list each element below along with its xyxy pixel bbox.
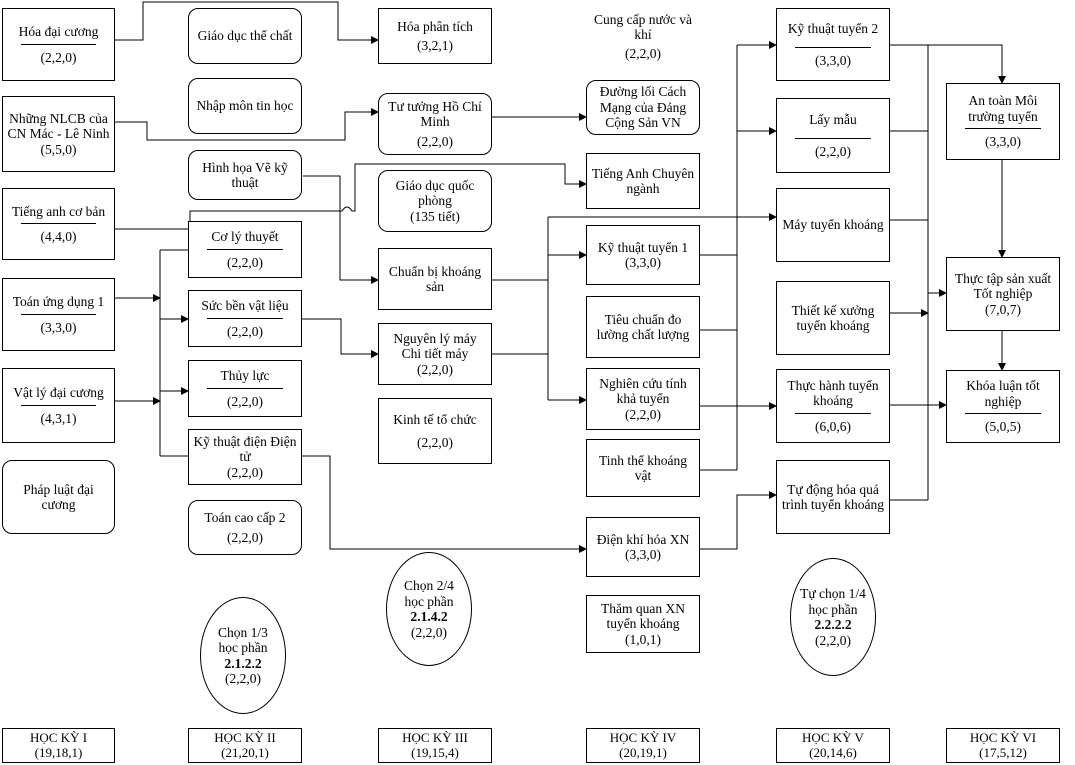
course-thuc-tap-san-xuat: Thực tập sản xuất Tốt nghiệp (7,0,7) — [946, 257, 1060, 331]
semester-2-footer: HỌC KỲ II(21,20,1) — [188, 728, 302, 763]
course-suc-ben-vat-lieu: Sức bền vật liệu (2,2,0) — [188, 290, 302, 347]
edge-suc-ben-to-nguyen-ly — [302, 318, 379, 358]
course-thiet-ke-xuong: Thiết kế xưởng tuyển khoáng — [776, 281, 890, 355]
edge-tieng-anh-to-chuyen-nganh — [115, 163, 587, 230]
course-ky-thuat-dien: Kỹ thuật điện Điện tử (2,2,0) — [188, 429, 302, 485]
edge-kt-tuyen-2-to-an-toan — [890, 44, 1006, 84]
course-thuy-luc: Thủy lực (2,2,0) — [188, 360, 302, 417]
course-dien-khi-hoa: Điện khí hóa XN (3,3,0) — [586, 517, 700, 577]
semester-4-footer: HỌC KỲ IV(20,19,1) — [586, 728, 700, 763]
elective-sem2: Chọn 1/3 học phần 2.1.2.2 (2,2,0) — [200, 597, 286, 714]
course-co-ly-thuyet: Cơ lý thuyết (2,2,0) — [188, 221, 302, 278]
course-vat-ly-dai-cuong: Vật lý đại cương (4,3,1) — [2, 368, 115, 443]
course-kinh-te-to-chuc: Kinh tế tổ chức (2,2,0) — [378, 398, 492, 464]
course-toan-cao-cap-2: Toán cao cấp 2 (2,2,0) — [188, 500, 302, 555]
course-lay-mau: Lấy mẫu (2,2,0) — [776, 98, 890, 173]
edge-nlcb-to-tu-tuong — [115, 108, 379, 141]
course-nlcb: Những NLCB của CN Mác - Lê Ninh (5,5,0) — [2, 96, 115, 172]
edge-dien-khi-to-tu-dong-hoa — [700, 491, 777, 550]
course-tieng-anh-co-ban: Tiếng anh cơ bản (4,4,0) — [2, 188, 115, 260]
course-tham-quan-xn: Thăm quan XN tuyển khoáng (1,0,1) — [586, 595, 700, 653]
course-tinh-the-khoang-vat: Tinh thể khoáng vật — [586, 439, 700, 497]
course-tieng-anh-chuyen-nganh: Tiếng Anh Chuyên ngành — [586, 153, 700, 209]
course-nhap-mon-tin-hoc: Nhập môn tin học — [188, 78, 302, 134]
course-ky-thuat-tuyen-2: Kỹ thuật tuyển 2 (3,3,0) — [776, 8, 890, 81]
course-toan-ung-dung-1: Toán ứng dụng 1 (3,3,0) — [2, 278, 115, 351]
course-nguyen-ly-may: Nguyên lý máy Chi tiết máy (2,2,0) — [378, 323, 492, 385]
course-hoa-dai-cuong: Hóa đại cương (2,2,0) — [2, 8, 115, 81]
course-chuan-bi-khoang-san: Chuẩn bị khoáng sản — [378, 248, 492, 310]
course-ky-thuat-tuyen-1: Kỹ thuật tuyển 1 (3,3,0) — [586, 225, 700, 285]
course-may-tuyen-khoang: Máy tuyển khoáng — [776, 188, 890, 262]
course-tieu-chuan-do-luong: Tiêu chuẩn đo lường chất lượng — [586, 296, 700, 358]
course-giao-duc-the-chat: Giáo dục thể chất — [188, 8, 302, 64]
course-thuc-hanh-tuyen-khoang: Thực hành tuyển khoáng (6,0,6) — [776, 369, 890, 443]
course-cung-cap-nuoc: Cung cấp nước và khí (2,2,0) — [586, 8, 700, 65]
course-phap-luat-dai-cuong: Pháp luật đại cương — [2, 460, 115, 534]
semester-6-footer: HỌC KỲ VI(17,5,12) — [946, 728, 1060, 763]
course-duong-loi: Đường lối Cách Mạng của Đảng Cộng Sản VN — [586, 80, 700, 135]
course-tu-tuong-hcm: Tư tưởng Hồ Chí Minh (2,2,0) — [378, 93, 492, 155]
course-giao-duc-quoc-phong: Giáo dục quốc phòng (135 tiết) — [378, 170, 492, 232]
semester-1-footer: HỌC KỲ I(19,18,1) — [2, 728, 115, 763]
elective-sem5: Tự chọn 1/4 học phần 2.2.2.2 (2,2,0) — [790, 558, 876, 676]
course-nghien-cuu-tinh-kha-tuyen: Nghiên cứu tính khả tuyển (2,2,0) — [586, 368, 700, 430]
edge-hoa-dai-cuong-to-hoa-phan-tich — [115, 1, 379, 44]
elective-sem3: Chọn 2/4 học phần 2.1.4.2 (2,2,0) — [386, 552, 472, 666]
course-hinh-hoa: Hình họa Vẽ kỹ thuật — [188, 150, 302, 200]
edge-hinh-hoa-to-chuan-bi — [303, 175, 379, 284]
course-an-toan-moi-truong: An toàn Môi trường tuyển (3,3,0) — [946, 83, 1060, 160]
edge-ky-thuat-dien-to-dien-khi — [302, 455, 587, 553]
semester-3-footer: HỌC KỲ III(19,15,4) — [378, 728, 492, 763]
course-hoa-phan-tich: Hóa phân tích (3,2,1) — [378, 8, 492, 64]
semester-5-footer: HỌC KỲ V(20,14,6) — [776, 728, 890, 763]
course-khoa-luan: Khóa luận tốt nghiệp (5,0,5) — [946, 370, 1060, 443]
course-tu-dong-hoa: Tự động hóa quá trình tuyển khoáng — [776, 460, 890, 534]
